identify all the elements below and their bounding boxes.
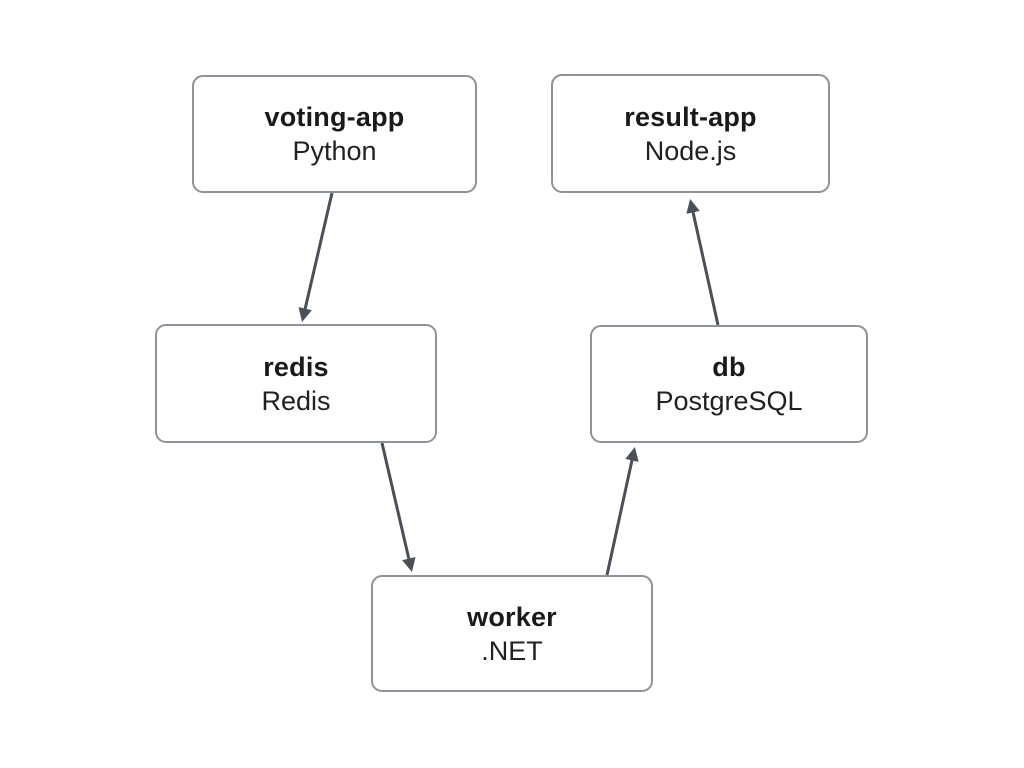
node-db: db PostgreSQL: [590, 325, 868, 443]
node-worker: worker .NET: [371, 575, 653, 692]
node-voting-app: voting-app Python: [192, 75, 477, 193]
node-subtitle: .NET: [481, 635, 543, 666]
edge-db-to-result-app: [686, 198, 720, 326]
node-result-app: result-app Node.js: [551, 74, 830, 193]
node-title: worker: [467, 601, 557, 632]
node-title: db: [712, 352, 746, 382]
edge-worker-to-db: [605, 446, 639, 576]
node-title: result-app: [624, 101, 757, 132]
node-subtitle: Redis: [261, 385, 331, 416]
node-title: redis: [263, 351, 329, 382]
edge-redis-to-worker: [380, 442, 416, 573]
node-subtitle: Node.js: [644, 135, 737, 166]
node-redis: redis Redis: [155, 324, 437, 443]
node-title: voting-app: [264, 102, 405, 132]
node-subtitle: Python: [292, 136, 377, 166]
edge-voting-app-to-redis: [298, 192, 334, 323]
node-subtitle: PostgreSQL: [655, 386, 803, 416]
